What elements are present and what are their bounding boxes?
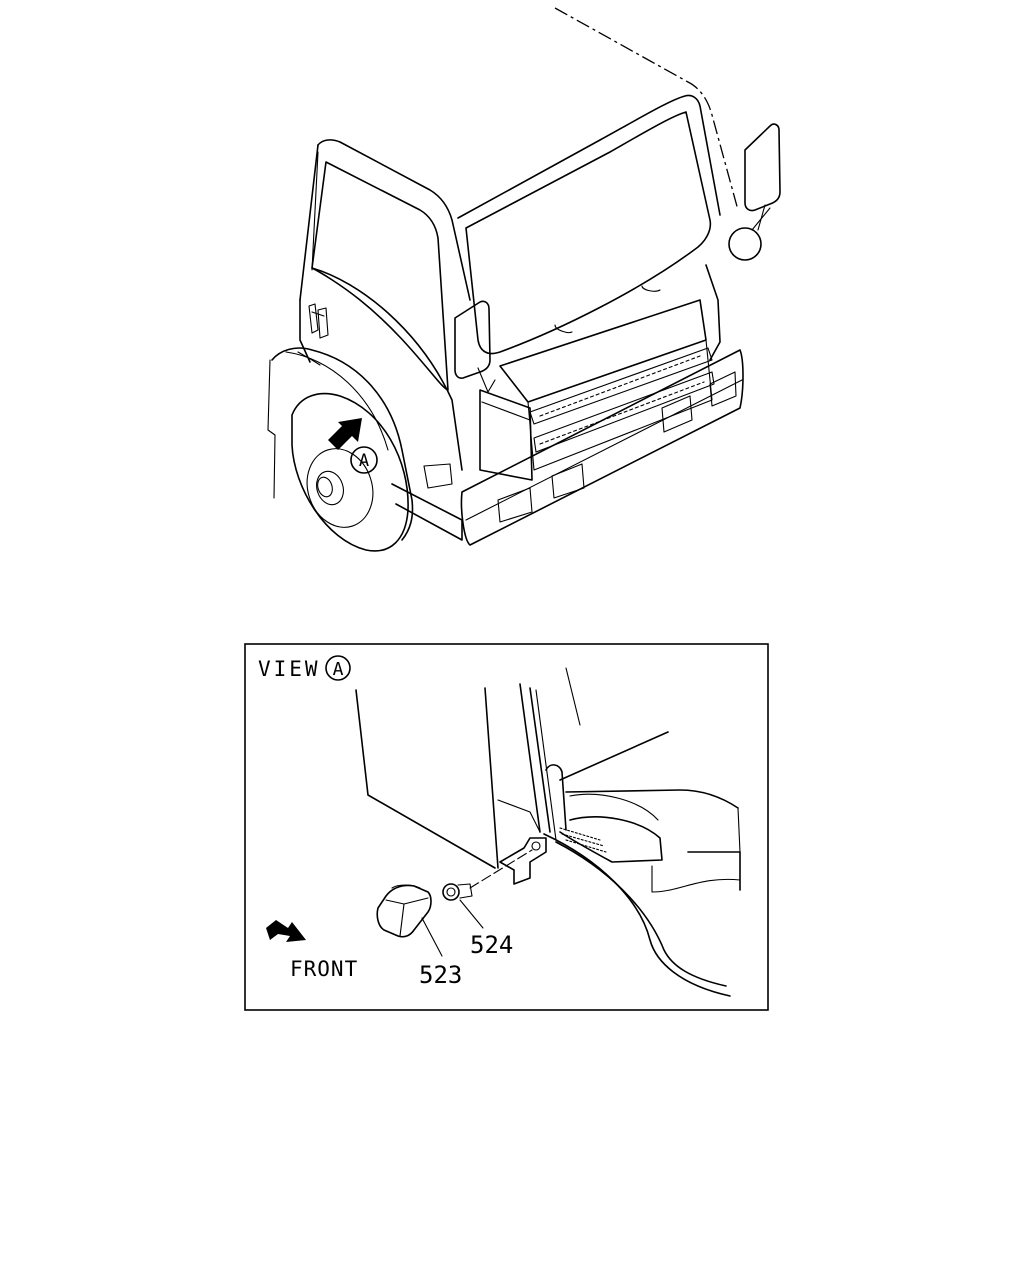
nf-badge bbox=[308, 303, 329, 339]
cab-roof-phantom-line bbox=[554, 7, 739, 211]
upper-panel-line bbox=[565, 667, 581, 726]
view-a-detail-panel: VIEW A 524 bbox=[244, 643, 769, 1011]
step-tread bbox=[559, 816, 663, 863]
door-pillar bbox=[311, 151, 319, 271]
front-direction-arrow bbox=[266, 920, 306, 942]
step-side-edge bbox=[687, 851, 741, 891]
callout-a-letter: A bbox=[359, 451, 369, 471]
view-direction-arrow bbox=[328, 418, 362, 450]
step-curve bbox=[569, 793, 659, 821]
windshield bbox=[465, 111, 712, 355]
fender-sweep-outer bbox=[543, 833, 731, 997]
fender-sweep-inner bbox=[555, 841, 727, 987]
arch-inner bbox=[285, 351, 389, 451]
door-frame-top bbox=[317, 139, 471, 301]
detail-frame bbox=[244, 643, 769, 1011]
view-title-letter: A bbox=[333, 659, 344, 680]
right-side-mirror bbox=[728, 123, 781, 261]
step-right-edge bbox=[737, 807, 741, 853]
side-marker-lamp bbox=[423, 463, 453, 489]
front-label: FRONT bbox=[290, 957, 358, 981]
wheel-arch bbox=[271, 347, 414, 541]
left-side-mirror bbox=[454, 300, 496, 393]
part-number-524: 524 bbox=[470, 931, 513, 959]
panel-lower-edge bbox=[497, 799, 541, 833]
bracket-hole bbox=[531, 841, 541, 851]
front-bumper bbox=[423, 349, 744, 546]
headlamp-right bbox=[705, 264, 721, 361]
leader-line-523 bbox=[421, 917, 443, 957]
callout-a-marker: A bbox=[350, 446, 378, 474]
step-surface-edge bbox=[565, 789, 739, 809]
front-grille bbox=[499, 285, 715, 471]
step-hatching bbox=[559, 827, 607, 853]
lower-step bbox=[391, 483, 463, 541]
truck-cab-illustration: A bbox=[267, 7, 781, 552]
bolt-part-524 bbox=[442, 849, 533, 901]
mudguard-rear bbox=[267, 359, 276, 499]
cab-rear-edge bbox=[484, 687, 499, 869]
view-title-text: VIEW bbox=[258, 657, 321, 681]
windshield-top-edge bbox=[457, 94, 721, 219]
step-bottom-edge bbox=[651, 865, 741, 893]
pillar-edge-3 bbox=[535, 689, 557, 841]
step-top-edge bbox=[559, 731, 669, 781]
door-trim-line bbox=[297, 351, 321, 366]
leader-line-524 bbox=[459, 899, 484, 929]
step-bracket bbox=[545, 764, 567, 831]
door-rear-edge bbox=[311, 267, 463, 471]
front-wheel bbox=[291, 392, 409, 552]
door-lower-edge bbox=[299, 299, 311, 363]
cover-part-523 bbox=[376, 884, 432, 938]
door-front-edge bbox=[299, 144, 319, 301]
bolt-alignment-line bbox=[469, 849, 533, 889]
part-number-523: 523 bbox=[419, 961, 462, 989]
door-window bbox=[311, 161, 449, 391]
mounting-bracket bbox=[499, 837, 547, 885]
view-title-circle bbox=[325, 655, 351, 681]
headlamp-divider bbox=[481, 401, 531, 421]
pillar-edge-2 bbox=[529, 687, 551, 833]
cab-panel-edge bbox=[355, 689, 496, 869]
headlamp-left bbox=[479, 389, 533, 481]
pillar-edge-1 bbox=[519, 683, 541, 833]
